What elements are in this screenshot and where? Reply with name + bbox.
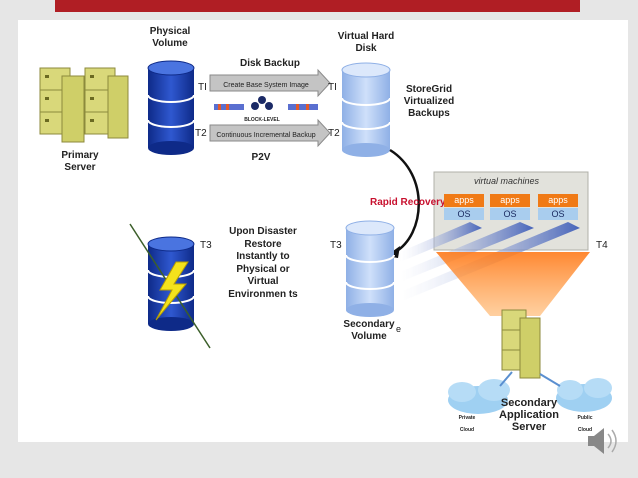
e-mark: e — [396, 324, 402, 334]
p2v-label: P2V — [251, 152, 271, 163]
t2-left-tag: T2 — [195, 128, 207, 139]
block-level-label: BLOCK-LEVEL — [244, 117, 280, 123]
continuous-backup-label: Continuous Incremental Backup — [216, 132, 316, 139]
physical-volume-cylinder — [147, 60, 195, 155]
vm-3-apps: apps — [538, 194, 578, 207]
storegrid-label: StoreGrid Virtualized Backups — [403, 84, 455, 119]
public-cloud-icon — [556, 378, 612, 412]
secondary-app-server-label: Secondary Application Server — [499, 397, 559, 433]
virtual-machines-label: virtual machines — [474, 176, 540, 186]
private-cloud-icon — [448, 379, 510, 414]
rapid-recovery-arrow — [389, 148, 420, 254]
private-cloud-label: Private Cloud — [458, 415, 476, 433]
t4-tag: T4 — [596, 240, 608, 251]
secondary-volume-label: Secondary Volume — [343, 319, 395, 342]
vm-2-apps: apps — [490, 194, 530, 207]
vm-3-os: OS — [538, 208, 578, 220]
disaster-restore-label: Upon Disaster Restore Instantly to Physi… — [228, 226, 298, 300]
backup-arrows — [209, 68, 331, 148]
primary-server-icon — [39, 67, 129, 143]
t2-right-tag: T2 — [328, 128, 340, 139]
t1-left-tag: TI — [198, 82, 207, 93]
virtual-hard-disk-label: Virtual Hard Disk — [337, 31, 395, 54]
secondary-server-icon — [501, 309, 541, 379]
speaker-icon[interactable] — [588, 428, 617, 454]
virtual-hard-disk-cylinder — [341, 62, 391, 157]
rapid-recovery-label: Rapid Recovery — [370, 197, 446, 208]
create-base-label: Create Base System Image — [223, 82, 309, 89]
primary-server-label: Primary Server — [61, 150, 99, 173]
vm-1-apps: apps — [444, 194, 484, 207]
t1-right-tag: TI — [328, 82, 337, 93]
vm-1-os: OS — [444, 208, 484, 220]
lightning-icon — [155, 261, 189, 321]
public-cloud-label: Public Cloud — [577, 415, 593, 433]
t3-left-tag: T3 — [200, 240, 212, 251]
title-bar — [55, 0, 580, 12]
disk-backup-label: Disk Backup — [239, 58, 301, 69]
physical-volume-label: Physical Volume — [149, 26, 191, 49]
secondary-volume-cylinder — [345, 220, 395, 317]
vm-2-os: OS — [490, 208, 530, 220]
t3-right-tag: T3 — [330, 240, 342, 251]
deployment-cone — [436, 252, 590, 316]
